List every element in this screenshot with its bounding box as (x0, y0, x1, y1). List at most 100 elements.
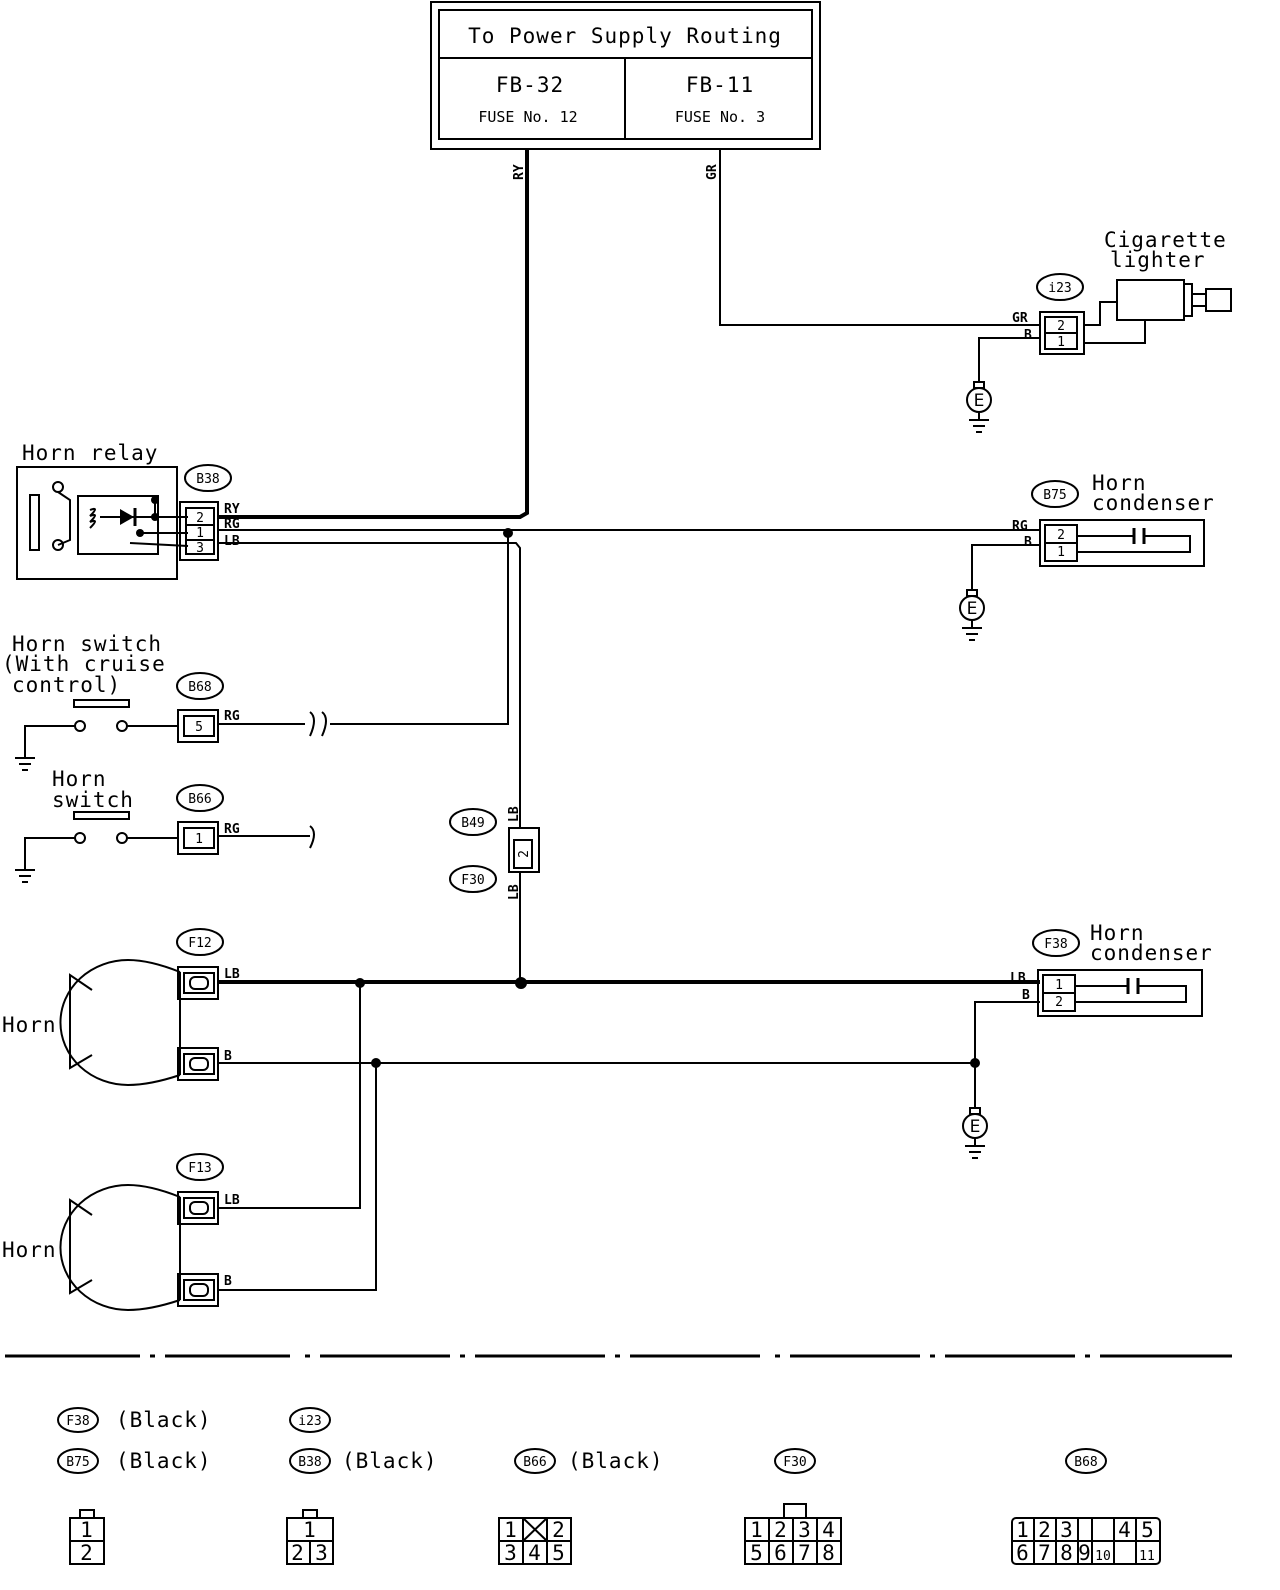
pin-f30-1: 1 (750, 1518, 764, 1542)
pin-b38-1: 1 (303, 1518, 317, 1542)
pinout-b68: 1 2 3 4 5 6 7 8 9 10 11 (1011, 1517, 1161, 1565)
connector-b75 (1039, 519, 1205, 567)
connector-label-b66: B66 (188, 792, 211, 807)
svg-text:1: 1 (1055, 978, 1063, 993)
horn-relay-label: Horn relay (22, 441, 158, 465)
horn-switch-cruise-label-2: (With cruise (2, 652, 166, 676)
pin-b38-2: 2 (291, 1541, 305, 1565)
wire-label-lb-b49: LB (507, 806, 522, 822)
pin-f30-4: 4 (822, 1518, 836, 1542)
junction-rg (503, 528, 513, 538)
wire-label-b-f13: B (224, 1274, 232, 1289)
connector-b66 (177, 821, 219, 855)
power-supply-box: To Power Supply Routing FB-32 FUSE No. 1… (430, 1, 821, 150)
svg-text:1: 1 (196, 526, 204, 541)
junction-b-horns (371, 1058, 381, 1068)
fuse-number-3: FUSE No. 3 (675, 108, 765, 126)
legend-tag-i23: i23 (298, 1414, 321, 1429)
wire-label-b-f12: B (224, 1049, 232, 1064)
connector-tag-b68 (176, 672, 224, 700)
svg-text:1: 1 (1057, 545, 1065, 560)
cigarette-lighter: Cigarette lighter i23 2 1 (966, 228, 1232, 433)
junction-b-ground (970, 1058, 980, 1068)
wire-label-lb-relay: LB (224, 534, 240, 549)
svg-text:2: 2 (1055, 995, 1063, 1010)
svg-text:1: 1 (195, 832, 203, 847)
wire-rg: RG RG RG RG (218, 517, 1040, 849)
ground-i23 (966, 373, 992, 433)
pin-b66-5: 5 (552, 1541, 566, 1565)
horn-condenser-f38: Horn condenser F38 1 2 (962, 921, 1212, 1159)
connector-i23 (1039, 311, 1085, 355)
wire-label-lb-f13: LB (224, 1193, 240, 1208)
connector-label-f12: F12 (188, 936, 211, 951)
fuse-number-12: FUSE No. 12 (478, 108, 577, 126)
pin-b68-9: 9 (1078, 1541, 1092, 1565)
cigarette-lighter-label-1: Cigarette (1104, 228, 1227, 252)
svg-text:3: 3 (196, 541, 204, 556)
horn-f12: Horn F12 (2, 928, 224, 1087)
connector-label-b68: B68 (188, 680, 211, 695)
pin-f30-8: 8 (822, 1541, 836, 1565)
pin-f38-2: 2 (80, 1541, 94, 1565)
pin-b68-11: 11 (1139, 1549, 1155, 1564)
power-supply-title: To Power Supply Routing (468, 24, 782, 48)
horn-switch-label-2: switch (52, 788, 134, 812)
horn-switch-label-1: Horn (52, 767, 107, 791)
wire-label-rg-b68: RG (224, 709, 240, 724)
svg-text:1: 1 (1057, 335, 1065, 350)
pin-f30-7: 7 (798, 1541, 812, 1565)
horn-f13-label: Horn (2, 1238, 57, 1262)
legend-tag-f38: F38 (66, 1414, 89, 1429)
wire-label-lb-f30: LB (507, 884, 522, 900)
connector-legend: F38 (Black) B75 (Black) i23 B38 (Black) … (57, 1407, 1161, 1565)
legend-tag-b75: B75 (66, 1455, 89, 1470)
connector-label-i23: i23 (1048, 281, 1071, 296)
svg-text:2: 2 (1057, 319, 1065, 334)
wire-label-b-b75: B (1024, 535, 1032, 550)
horn-condenser-b75: Horn condenser B75 2 1 (959, 471, 1215, 641)
pin-b68-10: 10 (1095, 1549, 1111, 1564)
pin-f30-6: 6 (774, 1541, 788, 1565)
connector-tag-f38 (1032, 929, 1080, 957)
pin-b68-7: 7 (1038, 1541, 1052, 1565)
connector-tag-b38 (184, 464, 232, 492)
fuse-block-fb11: FB-11 (686, 73, 754, 97)
wire-label-rg-b66: RG (224, 822, 240, 837)
pin-f30-2: 2 (774, 1518, 788, 1542)
connector-label-b49: B49 (461, 816, 484, 831)
connector-tag-i23 (1036, 273, 1084, 301)
pinout-i23-b38: 1 2 3 (286, 1509, 334, 1565)
legend-tag-b38: B38 (298, 1455, 321, 1470)
wire-lb: LB LB LB LB LB LB (218, 534, 1040, 1209)
connector-f38 (1037, 969, 1203, 1017)
legend-b66-color: (Black) (568, 1449, 664, 1473)
horn-condenser-b75-label-2: condenser (1092, 491, 1215, 515)
wire-b: B B B B B (218, 328, 1040, 1291)
pin-b68-4: 4 (1118, 1518, 1132, 1542)
svg-text:5: 5 (195, 720, 203, 735)
horn-switch-cruise-label-1: Horn switch (12, 632, 162, 656)
legend-f38-color: (Black) (116, 1408, 212, 1432)
pin-b66-3: 3 (504, 1541, 518, 1565)
horn-condenser-b75-label-1: Horn (1092, 471, 1147, 495)
wire-label-gr-vertical: GR (705, 164, 720, 180)
pin-b68-3: 3 (1060, 1518, 1074, 1542)
legend-b75-color: (Black) (116, 1449, 212, 1473)
horn-switch-cruise: Horn switch (With cruise control) B68 5 (2, 632, 224, 771)
pin-f30-5: 5 (750, 1541, 764, 1565)
connector-tag-f13 (176, 1153, 224, 1181)
ground-b75 (959, 581, 985, 641)
pinout-f30: 1 2 3 4 5 6 7 8 (744, 1503, 842, 1565)
pin-b38-3: 3 (315, 1541, 329, 1565)
wire-label-lb-f12: LB (224, 967, 240, 982)
legend-b38-color: (Black) (342, 1449, 438, 1473)
pin-b66-2: 2 (552, 1518, 566, 1542)
junction-lb-horns (355, 978, 365, 988)
horn-switch: Horn switch B66 1 (14, 767, 224, 883)
legend-tag-f30: F30 (783, 1455, 806, 1470)
connector-tag-b66 (176, 784, 224, 812)
horn-condenser-f38-label-1: Horn (1090, 921, 1145, 945)
pin-b68-1: 1 (1016, 1518, 1030, 1542)
